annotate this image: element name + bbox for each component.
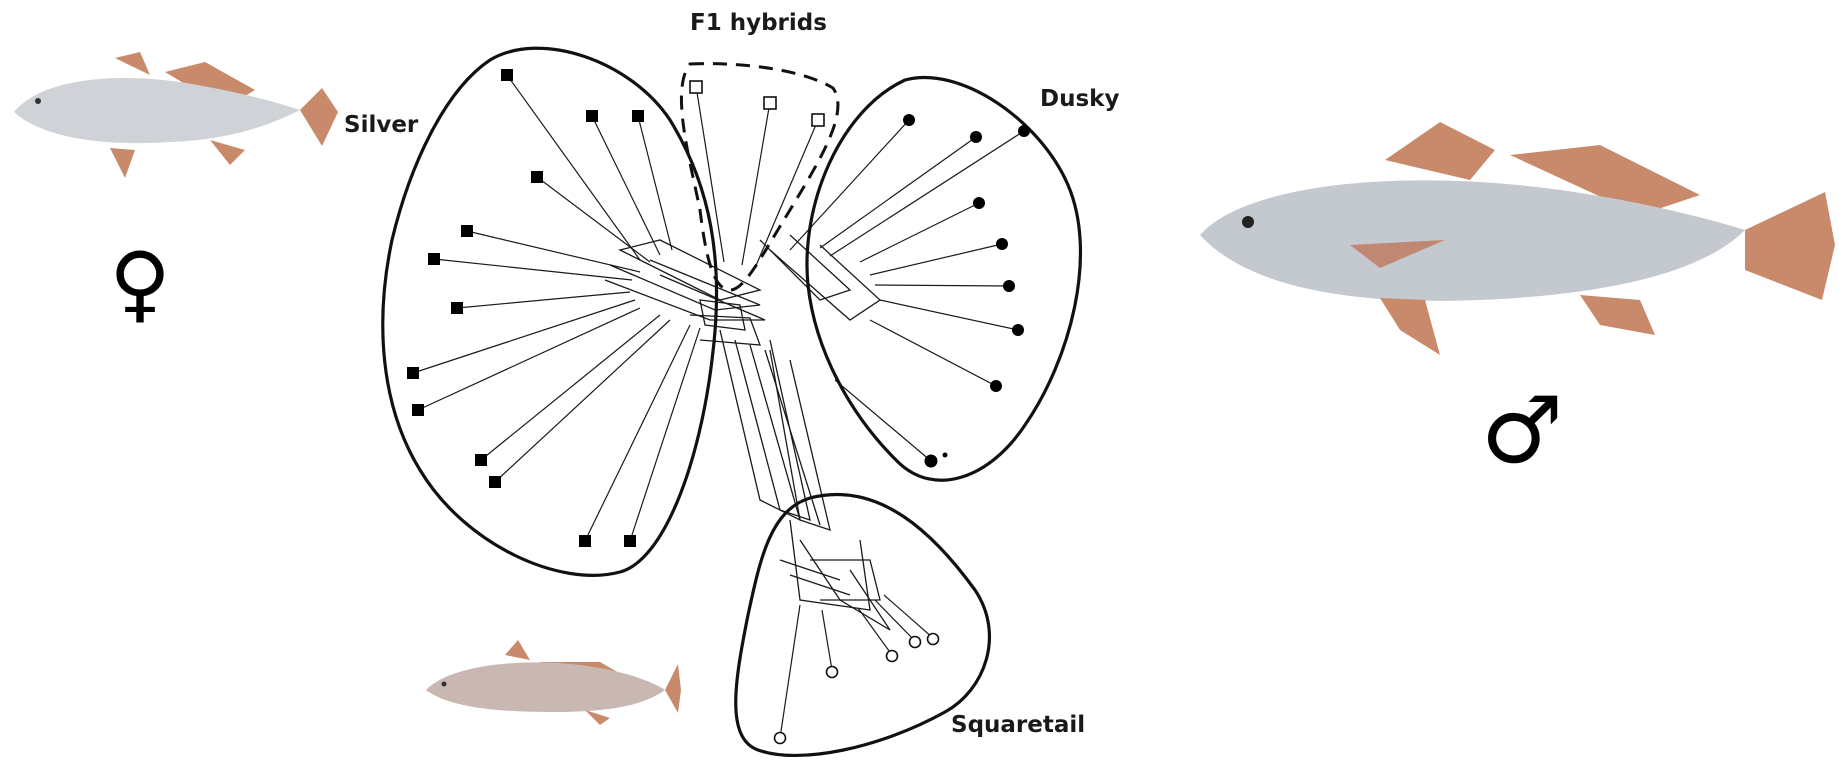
silver-label: Silver (344, 112, 419, 138)
silver-fish-illustration (14, 52, 338, 178)
network-splits (605, 235, 890, 630)
dusky-sample-small-marker (943, 453, 948, 458)
dusky-group-outline (807, 78, 1080, 481)
dusky-sample-marker (903, 114, 915, 126)
silver-sample-marker (475, 454, 487, 466)
dusky-sample-marker (996, 238, 1008, 250)
squaretail-label: Squaretail (951, 712, 1085, 738)
f1-sample-marker (690, 81, 702, 93)
squaretail-fish-illustration (426, 640, 681, 725)
silver-sample-marker (586, 110, 598, 122)
silver-sample-marker (489, 476, 501, 488)
silver-sample-marker (531, 171, 543, 183)
dusky-fish-illustration (1200, 122, 1835, 355)
silver-sample-marker (412, 404, 424, 416)
dusky-sample-marker (1018, 125, 1030, 137)
f1-hybrids-label: F1 hybrids (690, 10, 827, 36)
squaretail-sample-marker (887, 651, 898, 662)
f1-hybrid-samples (690, 81, 824, 126)
squaretail-sample-marker (827, 667, 838, 678)
squaretail-sample-marker (910, 637, 921, 648)
silver-sample-marker (501, 69, 513, 81)
silver-sample-marker (461, 225, 473, 237)
squaretail-sample-marker (775, 733, 786, 744)
dusky-sample-marker (990, 380, 1002, 392)
silver-sample-marker (451, 302, 463, 314)
dusky-sample-marker (1012, 324, 1024, 336)
silver-sample-marker (579, 535, 591, 547)
dusky-sample-marker (973, 197, 985, 209)
silver-samples (407, 69, 644, 547)
dusky-sample-marker (925, 455, 938, 468)
dusky-sample-marker (970, 131, 982, 143)
male-symbol: ♂ (1481, 377, 1563, 484)
dusky-label: Dusky (1040, 86, 1119, 112)
f1-sample-marker (764, 97, 776, 109)
squaretail-sample-marker (928, 634, 939, 645)
silver-group-outline (383, 48, 717, 575)
silver-sample-marker (632, 110, 644, 122)
female-symbol: ♀ (109, 234, 171, 332)
silver-sample-marker (428, 253, 440, 265)
silver-sample-marker (624, 535, 636, 547)
f1-sample-marker (812, 114, 824, 126)
dusky-samples (903, 114, 1030, 468)
silver-sample-marker (407, 367, 419, 379)
dusky-sample-marker (1003, 280, 1015, 292)
